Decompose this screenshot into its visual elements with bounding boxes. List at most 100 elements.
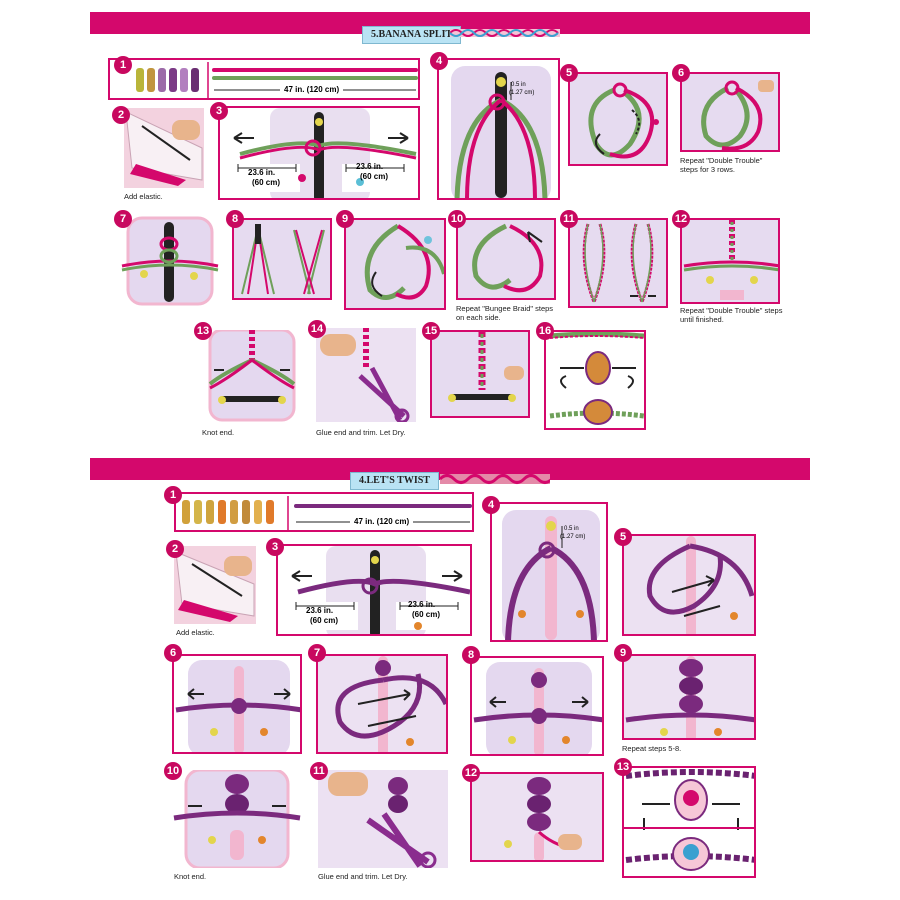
step-panel: 47 in. (120 cm) [174, 492, 474, 532]
measure-total-label: 47 in. (120 cm) [350, 517, 414, 526]
step-panel [124, 108, 204, 188]
finished-braid-illustration [432, 332, 528, 416]
pegs-and-cords-illustration [136, 62, 418, 98]
step-number-badge: 14 [308, 320, 326, 338]
step-panel [174, 546, 256, 624]
add-elastic-illustration [174, 546, 256, 624]
step-panel: 0.5 in (1.27 cm) [437, 58, 560, 200]
step-number-badge: 2 [112, 106, 130, 124]
step-caption: Repeat "Bungee Braid" steps on each side… [456, 304, 554, 322]
step-caption: Repeat "Double Trouble" steps for 3 rows… [680, 156, 763, 174]
split-cords-illustration [234, 220, 330, 298]
step-caption: Repeat "Double Trouble" steps until fini… [680, 306, 783, 324]
measure-half-left-2: (60 cm) [310, 616, 339, 625]
step-panel [202, 330, 302, 422]
cord-center-illustration [233, 108, 417, 198]
step-panel [544, 330, 646, 430]
step-panel [568, 218, 668, 308]
step-number-badge: 2 [166, 540, 184, 558]
knot-end-illustration [173, 770, 301, 868]
step-panel [316, 328, 416, 422]
double-trouble-finish-illustration [682, 220, 778, 302]
section-title-banana-split: 5.BANANA SPLIT [362, 26, 462, 44]
side-braids-illustration [570, 220, 666, 306]
step-caption: Knot end. [202, 428, 235, 437]
step-caption: Glue end and trim. Let Dry. [316, 428, 406, 437]
step-number-badge: 4 [482, 496, 500, 514]
step-number-badge: 8 [226, 210, 244, 228]
section-title-lets-twist: 4.LET'S TWIST [350, 472, 439, 490]
braid-start-illustration [121, 216, 219, 306]
step-caption: Knot end. [174, 872, 207, 881]
step-panel [622, 534, 756, 636]
measure-half-left-1: 23.6 in. [248, 168, 276, 177]
step-panel [568, 72, 668, 166]
twist-chain-illustration [624, 656, 754, 738]
step-number-badge: 15 [422, 322, 440, 340]
measure-small-2: (1.27 cm) [560, 534, 586, 540]
step-number-badge: 8 [462, 646, 480, 664]
step-number-badge: 13 [614, 758, 632, 776]
glue-and-trim-illustration [316, 328, 416, 422]
measure-half-right-2: (60 cm) [360, 172, 389, 181]
measure-half-right-1: 23.6 in. [356, 162, 384, 171]
step-panel [120, 214, 220, 308]
step-number-badge: 11 [310, 762, 328, 780]
step-panel [622, 654, 756, 740]
step-panel: 47 in. (120 cm) [108, 58, 420, 100]
measure-half-left-2: (60 cm) [252, 178, 281, 187]
step-panel [172, 654, 302, 754]
double-trouble-loop-illustration [570, 74, 666, 164]
step-number-badge: 6 [672, 64, 690, 82]
double-trouble-repeat-illustration [682, 74, 778, 150]
bracelet-clasp-illustration [624, 769, 754, 871]
step-number-badge: 16 [536, 322, 554, 340]
step-caption: Add elastic. [176, 628, 215, 637]
step-number-badge: 11 [560, 210, 578, 228]
pegs-and-cord-illustration [182, 496, 472, 530]
step-number-badge: 7 [308, 644, 326, 662]
step-panel [470, 772, 604, 862]
twist-loop-repeat-illustration [318, 656, 446, 752]
step-number-badge: 10 [164, 762, 182, 780]
section-banner-lets-twist [90, 458, 810, 480]
step-panel [318, 770, 448, 868]
step-panel: 23.6 in. (60 cm) 23.6 in. (60 cm) [218, 106, 420, 200]
section-banner-banana-split [90, 12, 810, 34]
bungee-braid-repeat-illustration [458, 220, 554, 298]
step-number-badge: 9 [336, 210, 354, 228]
twist-loop-illustration [624, 536, 754, 634]
step-panel [622, 766, 756, 878]
step-panel [470, 656, 604, 756]
bracelet-clasp-illustration [549, 332, 644, 425]
step-number-badge: 1 [114, 56, 132, 74]
finished-twist-illustration [472, 774, 602, 860]
add-elastic-illustration [124, 108, 204, 188]
step-number-badge: 7 [114, 210, 132, 228]
step-number-badge: 5 [560, 64, 578, 82]
step-panel [232, 218, 332, 300]
knot-end-illustration [208, 330, 296, 422]
cord-center-illustration [291, 546, 470, 634]
glue-and-trim-illustration [318, 770, 448, 868]
step-number-badge: 12 [672, 210, 690, 228]
step-panel [430, 330, 530, 418]
braid-sample-image [450, 29, 560, 37]
peg-set [136, 68, 199, 92]
step-number-badge: 12 [462, 764, 480, 782]
step-number-badge: 5 [614, 528, 632, 546]
step-panel [456, 218, 556, 300]
step-panel [316, 654, 448, 754]
second-knot-tighten-illustration [473, 662, 602, 754]
measure-half-right-2: (60 cm) [412, 610, 441, 619]
step-panel [172, 770, 302, 868]
tighten-knot-illustration [175, 660, 300, 752]
step-panel [680, 72, 780, 152]
step-number-badge: 9 [614, 644, 632, 662]
loom-cord-loop-illustration [451, 66, 551, 198]
bungee-braid-loop-illustration [346, 220, 444, 308]
measure-small-1: 0.5 in [564, 526, 579, 532]
step-number-badge: 3 [266, 538, 284, 556]
twist-sample-image [440, 474, 550, 484]
step-number-badge: 6 [164, 644, 182, 662]
